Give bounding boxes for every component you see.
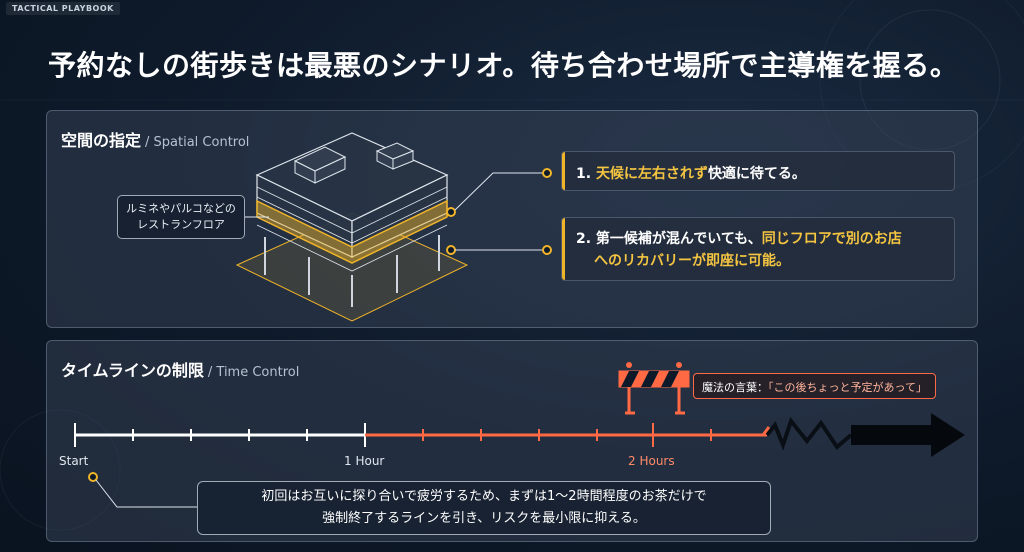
page-headline: 予約なしの街歩きは最悪のシナリオ。待ち合わせ場所で主導権を握る。 bbox=[48, 49, 959, 82]
time-control-panel: タイムラインの制限/ Time Control bbox=[46, 340, 978, 542]
benefit-point-2: 2. 第一候補が混んでいても、同じフロアで別のお店 へのリカバリーが即座に可能。 bbox=[561, 217, 955, 281]
note-line-1: 初回はお互いに探り合いで疲労するため、まずは1〜2時間程度のお茶だけで bbox=[261, 489, 707, 504]
callout-line-2: レストランフロア bbox=[137, 218, 225, 231]
spatial-control-panel: 空間の指定/ Spatial Control bbox=[46, 110, 978, 328]
point-1-highlight: 天候に左右されず bbox=[595, 166, 708, 182]
note-line-2: 強制終了するラインを引き、リスクを最小限に抑える。 bbox=[322, 511, 646, 526]
time-title-text: タイムラインの制限 bbox=[61, 361, 204, 380]
callout-line-1: ルミネやパルコなどの bbox=[126, 202, 236, 215]
magic-words-label: 魔法の言葉： bbox=[702, 381, 768, 394]
spatial-panel-title: 空間の指定/ Spatial Control bbox=[61, 127, 249, 151]
building-illustration bbox=[235, 132, 469, 322]
point-2-highlight-1: 同じフロアで別のお店 bbox=[761, 231, 902, 247]
point-2-plain: 2. 第一候補が混んでいても、 bbox=[576, 231, 762, 247]
playbook-tag: TACTICAL PLAYBOOK bbox=[6, 2, 120, 15]
benefit-point-1: 1. 天候に左右されず快適に待てる。 bbox=[561, 151, 955, 191]
magic-words-callout: 魔法の言葉：「この後ちょっと予定があって」 bbox=[693, 373, 936, 399]
timeline-note: 初回はお互いに探り合いで疲労するため、まずは1〜2時間程度のお茶だけで 強制終了… bbox=[197, 481, 771, 535]
point-1-rest: 快適に待てる。 bbox=[707, 166, 806, 182]
timeline-label-start: Start bbox=[59, 454, 89, 468]
magic-words-quote: 「この後ちょっと予定があって」 bbox=[768, 381, 927, 394]
time-subtitle: / Time Control bbox=[207, 365, 300, 380]
spatial-title-text: 空間の指定 bbox=[61, 131, 142, 150]
time-panel-title: タイムラインの制限/ Time Control bbox=[61, 357, 299, 381]
point-1-prefix: 1. bbox=[576, 166, 596, 182]
point-2-highlight-2: へのリカバリーが即座に可能。 bbox=[594, 253, 790, 269]
barrier-icon bbox=[618, 362, 690, 415]
spatial-subtitle: / Spatial Control bbox=[145, 135, 250, 150]
timeline-label-1-hour: 1 Hour bbox=[344, 454, 385, 468]
timeline-label-2-hours: 2 Hours bbox=[628, 454, 675, 468]
restaurant-floor-callout: ルミネやパルコなどの レストランフロア bbox=[117, 195, 245, 239]
